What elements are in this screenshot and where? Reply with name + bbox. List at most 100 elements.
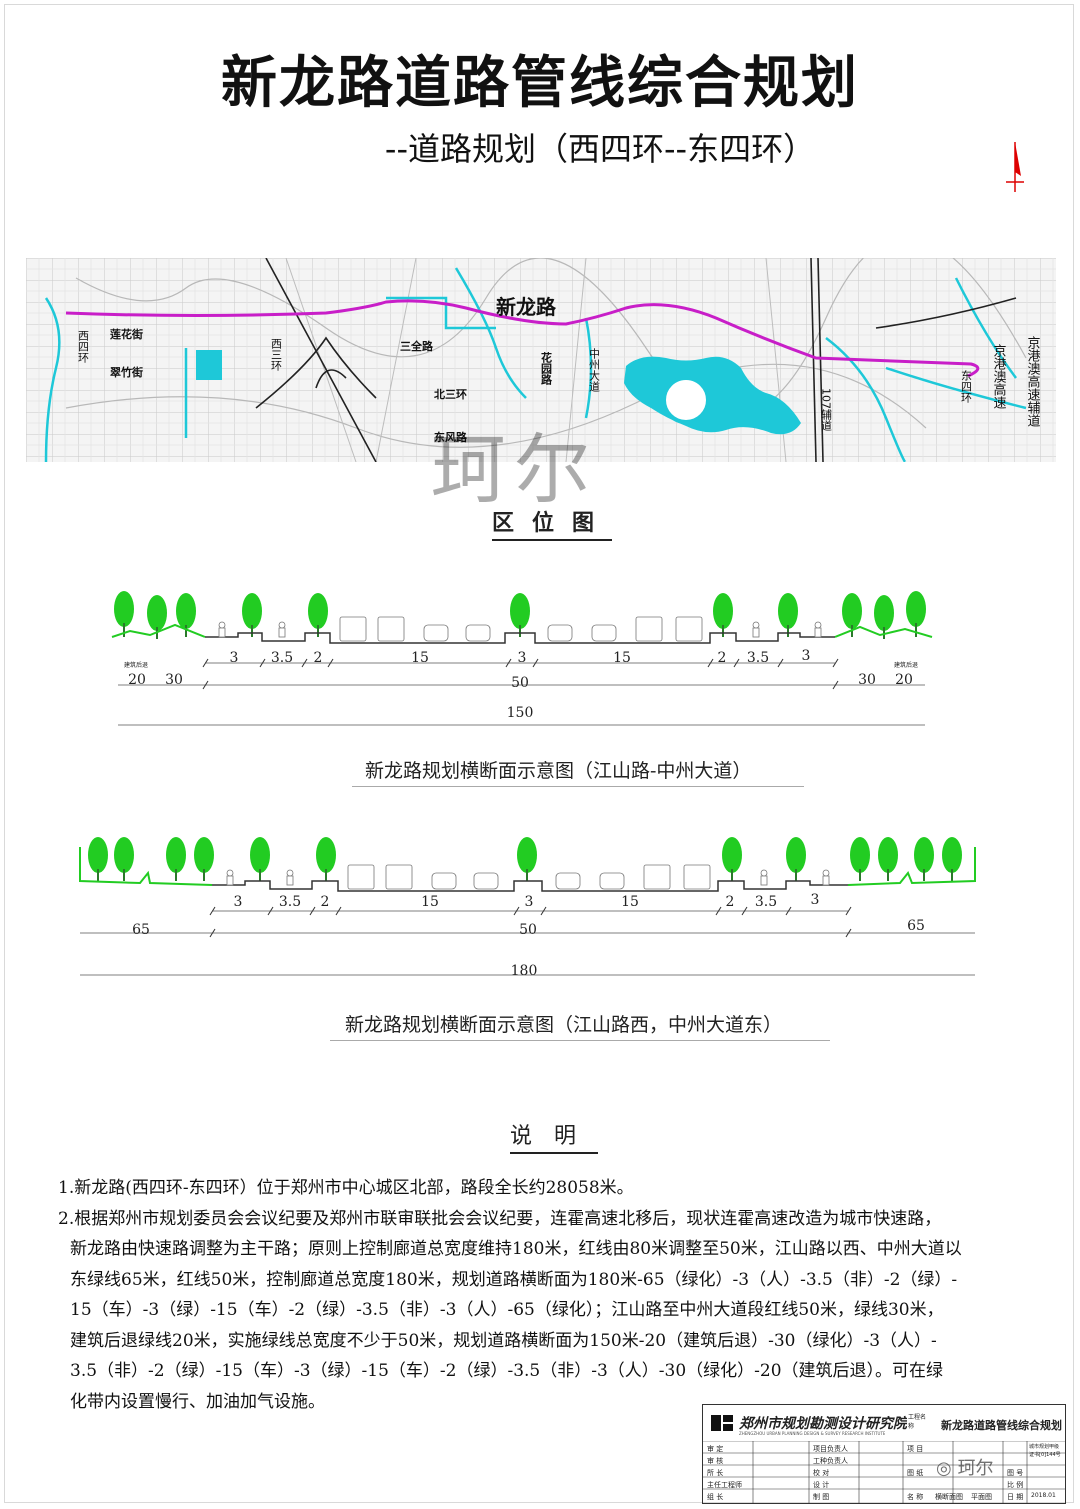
s1-setback-label-left: 建筑后退 bbox=[124, 661, 148, 669]
s2-dim-greenbelt-right: 65 bbox=[907, 918, 925, 934]
wechat-watermark-text: 珂尔 bbox=[957, 1458, 994, 1479]
north-arrow-icon bbox=[1006, 142, 1024, 192]
map-label-jgamacao-aux: 京港澳高速辅道 bbox=[1025, 336, 1041, 427]
tb-role: 审 核 bbox=[707, 1457, 724, 1465]
s1-dim-median: 3 bbox=[518, 650, 527, 666]
tb-key4: 比 例 bbox=[1007, 1481, 1024, 1489]
s1-dim-greenbelt-right: 30 bbox=[858, 672, 876, 688]
map-label-zhongzhou: 中州大道 bbox=[588, 348, 601, 392]
page-subtitle: --道路规划（西四环--东四环） bbox=[384, 130, 816, 168]
tb-key4: 日 期 bbox=[1007, 1493, 1024, 1501]
section1-profile bbox=[205, 632, 835, 644]
section1-vehicles bbox=[218, 616, 822, 642]
tb-val3: 平面图 bbox=[971, 1493, 992, 1501]
xinlong-road-line bbox=[65, 299, 980, 378]
section1-caption-underline bbox=[352, 786, 804, 787]
s1-dim-lanes-right: 15 bbox=[613, 650, 631, 666]
s1-dim-green-right: 2 bbox=[718, 650, 727, 666]
s2-dim-lanes-left: 15 bbox=[421, 894, 439, 910]
section1-trees bbox=[114, 591, 926, 639]
institute-name-en: ZHENGZHOU URBAN PLANNING DESIGN & SURVEY… bbox=[739, 1431, 886, 1436]
s2-dim-bike-left: 3.5 bbox=[279, 894, 301, 910]
note-line: 1.新龙路(西四环-东四环）位于郑州市中心城区北部，路段全长约28058米。 bbox=[58, 1178, 634, 1198]
note-line: 2.根据郑州市规划委员会会议纪要及郑州市联审联批会会议纪要，连霍高速北移后，现状… bbox=[58, 1208, 942, 1229]
section2-profile bbox=[212, 880, 848, 892]
tb-role2: 设 计 bbox=[813, 1481, 830, 1489]
tb-key3: 名 称 bbox=[907, 1493, 924, 1501]
tb-role: 所 长 bbox=[707, 1469, 724, 1477]
title-block-grid bbox=[703, 1441, 1065, 1503]
s2-dim-green-left: 2 bbox=[321, 894, 330, 910]
note-line: 东绿线65米，红线50米，控制廊道总宽度180米，规划道路横断面为180米-65… bbox=[70, 1269, 958, 1290]
location-map-caption: 区位图 bbox=[492, 505, 613, 541]
s1-setback-label-right: 建筑后退 bbox=[894, 661, 918, 669]
map-label-east4: 东四环 bbox=[960, 370, 973, 403]
s2-dim-bike-right: 3.5 bbox=[755, 894, 777, 910]
page-title: 新龙路道路管线综合规划 bbox=[221, 51, 859, 116]
map-label-sanquan: 三全路 bbox=[400, 339, 434, 353]
map-label-dongfeng: 东风路 bbox=[434, 430, 468, 444]
s2-dim-ped-right: 3 bbox=[811, 892, 820, 908]
s1-dim-ped-right: 3 bbox=[802, 648, 811, 664]
project-key: 工程名称 bbox=[908, 1414, 927, 1430]
tb-role: 审 定 bbox=[707, 1445, 724, 1453]
watermark: 珂尔 bbox=[430, 425, 598, 514]
section2-caption-underline bbox=[330, 1040, 830, 1041]
cross-section-180m: 3 3.5 2 15 3 15 2 3.5 3 65 50 65 180 bbox=[79, 837, 976, 979]
location-map: 新龙路 莲花街 翠竹街 三全路 北三环 东风路 西四环 西三环 花园路 中州大道… bbox=[26, 258, 1056, 462]
s1-dim-lanes-left: 15 bbox=[411, 650, 429, 666]
s2-dim-median: 3 bbox=[525, 894, 534, 910]
institute-name: 郑州市规划勘测设计研究院 bbox=[739, 1416, 907, 1432]
tb-role2: 校 对 bbox=[813, 1469, 830, 1477]
section2-caption: 新龙路规划横断面示意图（江山路西，中州大道东） bbox=[345, 1014, 783, 1036]
tb-cert: 城市规划甲级 证书[0]144号 bbox=[1029, 1444, 1061, 1458]
map-label-jgamacao: 京港澳高速 bbox=[991, 344, 1007, 409]
s1-dim-bike-left: 3.5 bbox=[271, 650, 293, 666]
tb-role: 主任工程师 bbox=[707, 1481, 742, 1489]
tb-role: 组 长 bbox=[707, 1493, 724, 1501]
map-water-pond bbox=[196, 350, 222, 380]
map-label-north3: 北三环 bbox=[434, 387, 467, 401]
note-line: 新龙路由快速路调整为主干路；原则上控制廊道总宽度维持180米，红线由80米调整至… bbox=[70, 1239, 962, 1259]
map-label-xinlong: 新龙路 bbox=[496, 295, 557, 319]
note-line: 3.5（非）-2（绿）-15（车）-3（绿）-15（车）-2（绿）-3.5（非）… bbox=[70, 1361, 944, 1381]
s2-dim-red-line: 50 bbox=[519, 922, 537, 938]
map-label-west3: 西三环 bbox=[270, 338, 283, 371]
s2-dim-total: 180 bbox=[511, 963, 538, 979]
section2-trees bbox=[88, 837, 962, 881]
s2-dim-ped-left: 3 bbox=[234, 894, 243, 910]
s2-dim-greenbelt-left: 65 bbox=[132, 922, 150, 938]
s1-dim-setback-left: 20 bbox=[128, 672, 146, 688]
title-block: 郑州市规划勘测设计研究院 ZHENGZHOU URBAN PLANNING DE… bbox=[702, 1404, 1066, 1504]
tb-key4: 图 号 bbox=[1007, 1469, 1024, 1477]
drawing-frame bbox=[4, 4, 1074, 1503]
cross-section-150m: 3 3.5 2 15 3 15 2 3.5 3 20 30 50 30 20 1… bbox=[111, 591, 933, 726]
institute-logo-icon bbox=[711, 1415, 733, 1431]
tb-role2: 项目负责人 bbox=[813, 1445, 848, 1453]
s1-dim-setback-right: 20 bbox=[895, 672, 913, 688]
map-water bbox=[44, 267, 1027, 462]
map-railways bbox=[255, 258, 1017, 462]
s1-dim-ped-left: 3 bbox=[230, 650, 239, 666]
s1-dim-greenbelt-left: 30 bbox=[165, 672, 183, 688]
s1-dim-red-line: 50 bbox=[511, 675, 529, 691]
notes-body: 1.新龙路(西四环-东四环）位于郑州市中心城区北部，路段全长约28058米。 2… bbox=[58, 1173, 1028, 1417]
map-label-huayuan: 花园路 bbox=[540, 351, 553, 386]
section1-caption: 新龙路规划横断面示意图（江山路-中州大道） bbox=[365, 760, 752, 782]
project-name: 新龙路道路管线综合规划 bbox=[941, 1419, 1062, 1432]
tb-key3: 项 目 bbox=[907, 1445, 924, 1453]
map-label-west4: 西四环 bbox=[77, 330, 90, 363]
wechat-icon: ◎ bbox=[936, 1458, 952, 1479]
tb-role2: 制 图 bbox=[813, 1493, 830, 1501]
s1-dim-bike-right: 3.5 bbox=[747, 650, 769, 666]
note-line: 建筑后退绿线20米，实施绿线总宽度不少于50米，规划道路横断面为150米-20（… bbox=[70, 1330, 937, 1351]
note-line: 化带内设置慢行、加油加气设施。 bbox=[70, 1391, 325, 1412]
wechat-watermark: ◎ 珂尔 bbox=[936, 1454, 993, 1480]
map-label-cuizhu: 翠竹街 bbox=[110, 365, 143, 379]
tb-key3: 图 纸 bbox=[907, 1469, 924, 1477]
notes-title: 说明 bbox=[510, 1118, 599, 1154]
tb-date: 2018.01 bbox=[1031, 1492, 1056, 1499]
tb-val3: 横断面图 bbox=[935, 1493, 963, 1501]
note-line: 15（车）-3（绿）-15（车）-2（绿）-3.5（非）-3（人）-65（绿化）… bbox=[70, 1300, 944, 1320]
s2-dim-lanes-right: 15 bbox=[621, 894, 639, 910]
